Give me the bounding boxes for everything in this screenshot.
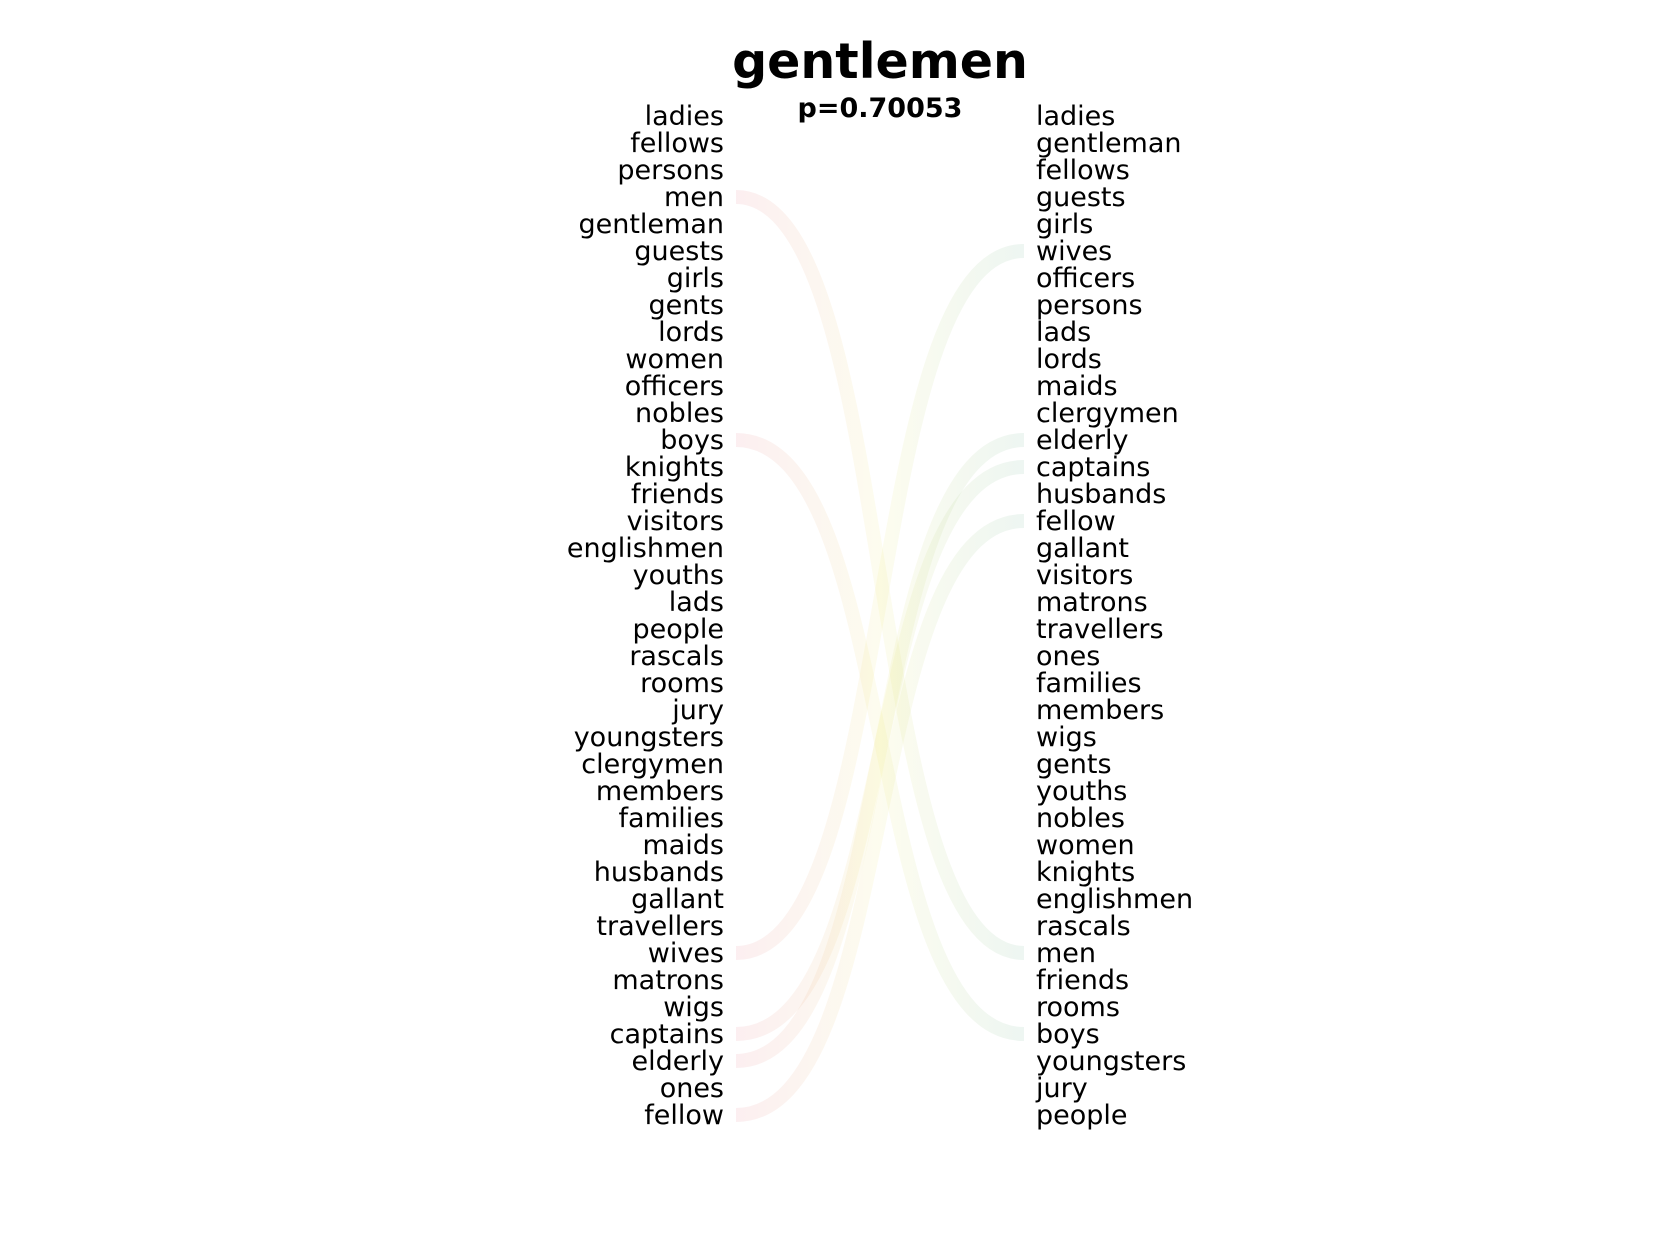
left-word: fellow (644, 1100, 724, 1131)
left-word: jury (671, 695, 724, 726)
left-word: families (618, 803, 724, 834)
left-word: matrons (612, 965, 724, 996)
left-word: officers (625, 371, 724, 402)
right-word: fellows (1036, 155, 1130, 186)
right-word: ones (1036, 641, 1100, 672)
left-word: nobles (635, 398, 724, 429)
left-word: elderly (632, 1046, 724, 1077)
right-word: fellow (1036, 506, 1116, 537)
left-word: visitors (627, 506, 724, 537)
right-word: rooms (1036, 992, 1120, 1023)
left-word: ladies (645, 101, 724, 132)
right-word: matrons (1036, 587, 1148, 618)
right-word: gentleman (1036, 128, 1182, 159)
connection-band-elderly (735, 433, 1025, 1068)
left-word: people (632, 614, 724, 645)
left-word: husbands (594, 857, 724, 888)
right-word: youths (1036, 776, 1127, 807)
left-word: rascals (629, 641, 724, 672)
right-word: jury (1035, 1073, 1088, 1104)
right-word: guests (1036, 182, 1126, 213)
left-word: knights (625, 452, 724, 483)
left-word: fellows (630, 128, 724, 159)
right-word: captains (1036, 452, 1150, 483)
left-word: members (596, 776, 724, 807)
right-word: women (1036, 830, 1135, 861)
right-word: gents (1036, 749, 1112, 780)
right-word: people (1036, 1100, 1128, 1131)
right-word: husbands (1036, 479, 1166, 510)
right-word: persons (1036, 290, 1143, 321)
right-word: travellers (1036, 614, 1164, 645)
right-word: rascals (1036, 911, 1131, 942)
left-word: friends (631, 479, 724, 510)
right-word-list: ladiesgentlemanfellowsguestsgirlswivesof… (1035, 101, 1193, 1131)
left-word: maids (642, 830, 724, 861)
right-word: elderly (1036, 425, 1128, 456)
left-word: girls (667, 263, 724, 294)
left-word: gallant (631, 884, 724, 915)
connection-band-wives (735, 244, 1025, 960)
left-word: youngsters (574, 722, 724, 753)
left-word: wigs (663, 992, 724, 1023)
left-word: captains (610, 1019, 724, 1050)
left-word: persons (617, 155, 724, 186)
right-word: members (1036, 695, 1164, 726)
right-word: nobles (1036, 803, 1125, 834)
left-word: women (625, 344, 724, 375)
right-word: lords (1036, 344, 1102, 375)
left-word: lads (669, 587, 724, 618)
left-word: gentleman (578, 209, 724, 240)
right-word: ladies (1036, 101, 1115, 132)
diagram-subtitle: p=0.70053 (798, 93, 963, 124)
connection-band-fellow (735, 514, 1025, 1122)
left-word: englishmen (567, 533, 724, 564)
right-word: maids (1036, 371, 1118, 402)
right-word: visitors (1036, 560, 1133, 591)
right-word: boys (1036, 1019, 1100, 1050)
right-word: men (1036, 938, 1096, 969)
right-word: englishmen (1036, 884, 1193, 915)
left-word: men (664, 182, 724, 213)
right-word: friends (1036, 965, 1129, 996)
right-word: officers (1036, 263, 1135, 294)
right-word: gallant (1036, 533, 1129, 564)
left-word: gents (648, 290, 724, 321)
left-word: youths (633, 560, 724, 591)
left-word: ones (660, 1073, 724, 1104)
left-word-list: ladiesfellowspersonsmengentlemanguestsgi… (567, 101, 724, 1131)
right-word: wives (1036, 236, 1112, 267)
right-word: lads (1036, 317, 1091, 348)
right-word: youngsters (1036, 1046, 1186, 1077)
left-word: travellers (596, 911, 724, 942)
right-word: clergymen (1036, 398, 1179, 429)
diagram-title: gentlemen (732, 33, 1028, 90)
left-word: wives (648, 938, 724, 969)
left-word: rooms (640, 668, 724, 699)
right-word: knights (1036, 857, 1135, 888)
left-word: boys (660, 425, 724, 456)
left-word: clergymen (581, 749, 724, 780)
left-word: guests (634, 236, 724, 267)
right-word: families (1036, 668, 1142, 699)
left-word: lords (658, 317, 724, 348)
right-word: girls (1036, 209, 1093, 240)
connection-bands (735, 190, 1025, 1122)
right-word: wigs (1036, 722, 1097, 753)
